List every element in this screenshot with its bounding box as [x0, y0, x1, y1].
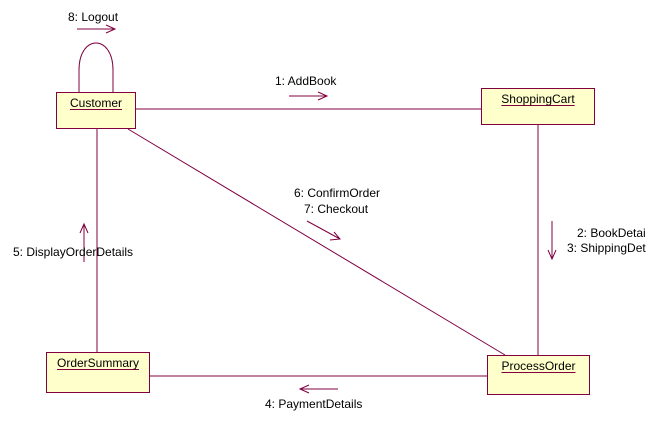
object-shoppingcart[interactable]: ShoppingCart	[481, 88, 595, 125]
message-paymentdetails: 4: PaymentDetails	[265, 397, 363, 411]
object-shoppingcart-label: ShoppingCart	[501, 92, 575, 106]
arrow-paymentdetails	[298, 384, 338, 394]
object-processorder-label: ProcessOrder	[501, 359, 576, 373]
arrow-confirmorder	[306, 220, 342, 241]
link-customer-processorder[interactable]	[127, 128, 506, 356]
arrow-displayorderdetails	[79, 222, 89, 262]
message-addbook: 1: AddBook	[275, 74, 337, 88]
object-ordersummary[interactable]: OrderSummary	[46, 352, 150, 393]
arrow-logout	[77, 24, 117, 34]
object-processorder[interactable]: ProcessOrder	[487, 355, 590, 395]
message-confirmorder: 6: ConfirmOrder	[294, 186, 381, 200]
object-customer-label: Customer	[69, 96, 122, 110]
arrow-bookdetails	[547, 221, 557, 261]
message-bookdetails: 2: BookDetai	[577, 226, 646, 240]
message-logout: 8: Logout	[68, 10, 119, 24]
link-customer-self[interactable]	[78, 42, 114, 92]
message-checkout: 7: Checkout	[304, 202, 369, 216]
message-displayorderdetails: 5: DisplayOrderDetails	[13, 245, 134, 259]
arrow-addbook	[289, 91, 329, 101]
message-shippingdetails: 3: ShippingDet	[567, 241, 646, 255]
object-ordersummary-label: OrderSummary	[56, 356, 139, 370]
object-customer[interactable]: Customer	[56, 92, 136, 129]
